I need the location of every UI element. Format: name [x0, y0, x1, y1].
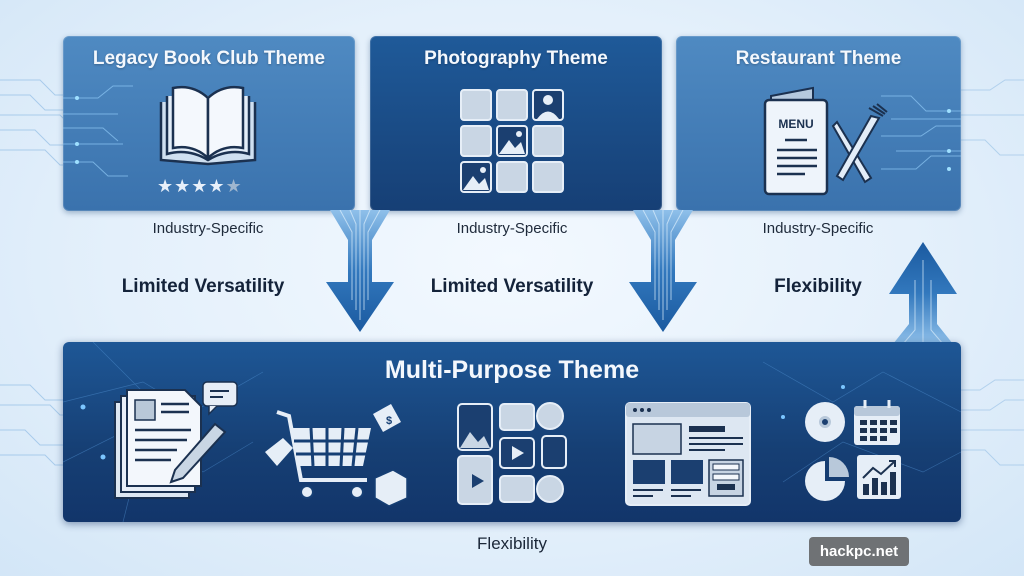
gear-icon — [805, 402, 845, 442]
star-rating-4.5-icon: ★★★★★ — [157, 176, 243, 196]
svg-text:$: $ — [386, 415, 392, 427]
card-title: Restaurant Theme — [735, 48, 902, 69]
circuit-decoration-left-bottom — [0, 384, 70, 466]
arrow-up-icon — [889, 242, 957, 344]
media-gallery-icon — [457, 402, 567, 505]
arrow-down-icon — [326, 210, 394, 332]
circuit-decoration-right — [960, 379, 1024, 466]
arrow-label-limited-versatility: Limited Versatility — [121, 276, 285, 297]
circuit-glow-decoration — [881, 95, 961, 171]
panel-label-flexibility: Flexibility — [477, 534, 547, 553]
arrow-down-icon — [629, 210, 697, 332]
photography-card: Photography Theme — [370, 36, 662, 211]
card-title: Photography Theme — [424, 48, 608, 69]
shopping-cart-icon: $ — [265, 404, 408, 507]
card-label-industry-specific: Industry-Specific — [762, 220, 874, 237]
photo-grid-icon — [460, 89, 564, 193]
multi-purpose-theme-panel: Multi-Purpose Theme $ — [63, 342, 961, 522]
calendar-icon — [854, 400, 900, 445]
arrow-label-limited-versatility: Limited Versatility — [430, 276, 594, 297]
watermark: hackpc.net — [809, 537, 909, 566]
document-edit-icon — [114, 381, 238, 499]
svg-text:MENU: MENU — [778, 117, 813, 131]
arrow-label-flexibility: Flexibility — [774, 276, 862, 297]
circuit-decoration-right-top — [960, 79, 1024, 156]
card-label-industry-specific: Industry-Specific — [152, 220, 264, 237]
open-book-icon — [159, 85, 257, 166]
card-title: Legacy Book Club Theme — [92, 48, 326, 69]
circuit-glow-decoration — [63, 85, 133, 177]
growth-chart-icon — [857, 455, 901, 499]
pie-chart-icon — [805, 457, 849, 501]
restaurant-card: Restaurant Theme MENU — [676, 36, 961, 211]
menu-and-cutlery-icon: MENU — [763, 86, 888, 196]
card-label-industry-specific: Industry-Specific — [456, 220, 568, 237]
website-layout-icon — [625, 402, 751, 506]
legacy-book-club-card: Legacy Book Club Theme ★★★★★ — [63, 36, 355, 211]
panel-title: Multi-Purpose Theme — [384, 356, 640, 384]
